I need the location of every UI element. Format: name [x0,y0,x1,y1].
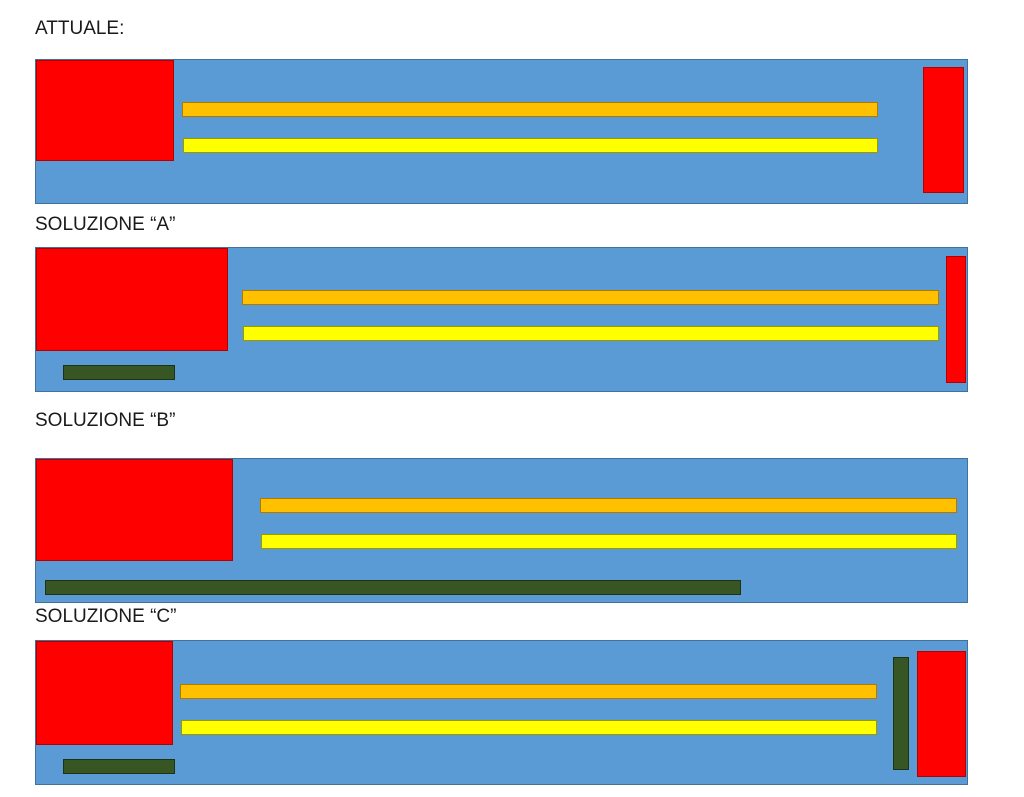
red-block-left [36,248,228,351]
yellow-bar [183,138,878,153]
red-block-left [36,641,173,745]
yellow-bar [261,534,957,549]
panel-solution-b [35,458,968,603]
yellow-bar [181,720,877,735]
panel-solution-a [35,247,968,392]
red-block-right [946,256,966,383]
orange-bar [242,290,939,305]
orange-bar [180,684,877,699]
label-solution-c: SOLUZIONE “C” [35,606,177,627]
orange-bar [260,498,957,513]
panel-solution-c [35,640,968,785]
red-block-right [923,67,964,193]
orange-bar [182,102,878,117]
label-solution-a: SOLUZIONE “A” [35,214,176,235]
red-block-right [917,651,966,777]
label-solution-b: SOLUZIONE “B” [35,410,176,431]
label-current: ATTUALE: [35,18,125,39]
green-bar-horizontal [63,759,175,774]
red-block-left [36,459,233,561]
green-bar [45,580,741,595]
panel-current [35,59,968,204]
green-bar [63,365,175,380]
green-bar-vertical [893,657,909,770]
red-block-left [36,60,174,161]
yellow-bar [243,326,939,341]
